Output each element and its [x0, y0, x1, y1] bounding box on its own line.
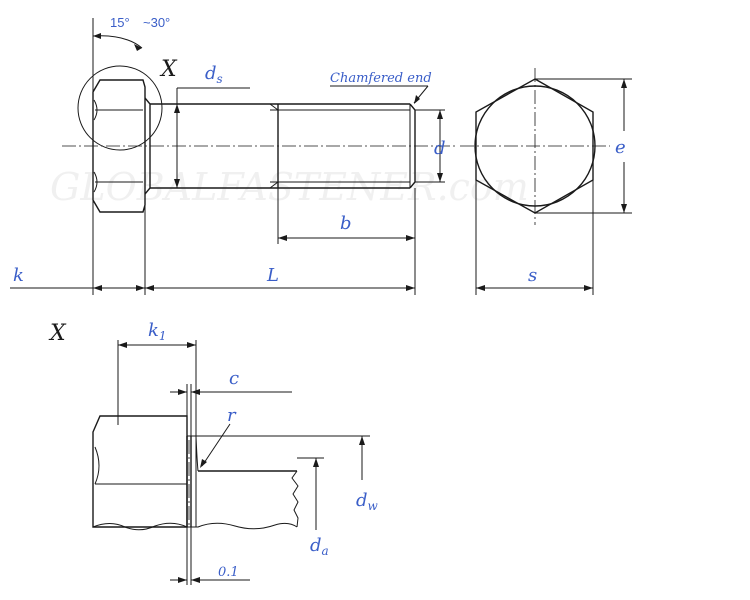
- watermark: GLOBALFASTENER.com: [50, 165, 529, 209]
- label-e: e: [615, 137, 626, 158]
- angle-label-30: ~30°: [143, 15, 170, 30]
- chamfered-end-note: Chamfered end: [330, 71, 432, 104]
- head-chamfer-arc-upper: [93, 99, 98, 121]
- thread-runout-bottom: [269, 181, 279, 189]
- label-k: k: [13, 265, 24, 286]
- dimension-b: b: [277, 188, 416, 295]
- label-b: b: [340, 213, 352, 234]
- detail-view-x: X k1 c r: [48, 320, 379, 585]
- label-d: d: [434, 138, 446, 159]
- bolt-end-view: e s: [460, 68, 632, 295]
- label-r: r: [227, 405, 237, 426]
- detail-marker-x: X: [48, 321, 67, 346]
- label-c: c: [229, 368, 239, 389]
- detail-head: [92, 415, 188, 528]
- label-da: da: [310, 535, 329, 558]
- thread-runout-top: [269, 103, 279, 111]
- head-chamfer-arc-lower: [93, 171, 98, 193]
- dimension-d: d: [415, 109, 446, 183]
- label-k1: k1: [148, 320, 167, 343]
- view-marker-x: X: [159, 57, 178, 82]
- label-dw: dw: [356, 490, 379, 513]
- dimension-k-L: k L: [10, 194, 415, 295]
- dimension-ds: ds: [174, 63, 250, 188]
- bolt-side-view: X 15° ~30°: [62, 15, 455, 213]
- bolt-head: [92, 79, 146, 213]
- angle-arrow-right: [134, 44, 142, 51]
- angle-arrow-left: [93, 33, 101, 39]
- detail-break-right: [291, 470, 299, 528]
- angle-label-15: 15°: [110, 15, 130, 30]
- label-s: s: [528, 265, 537, 286]
- label-ds: ds: [205, 63, 223, 86]
- detail-break-bottom: [92, 522, 298, 531]
- label-chamfered-end: Chamfered end: [330, 71, 432, 86]
- label-0-1: 0.1: [218, 565, 239, 580]
- label-L: L: [266, 265, 279, 286]
- detail-circle: [77, 65, 163, 151]
